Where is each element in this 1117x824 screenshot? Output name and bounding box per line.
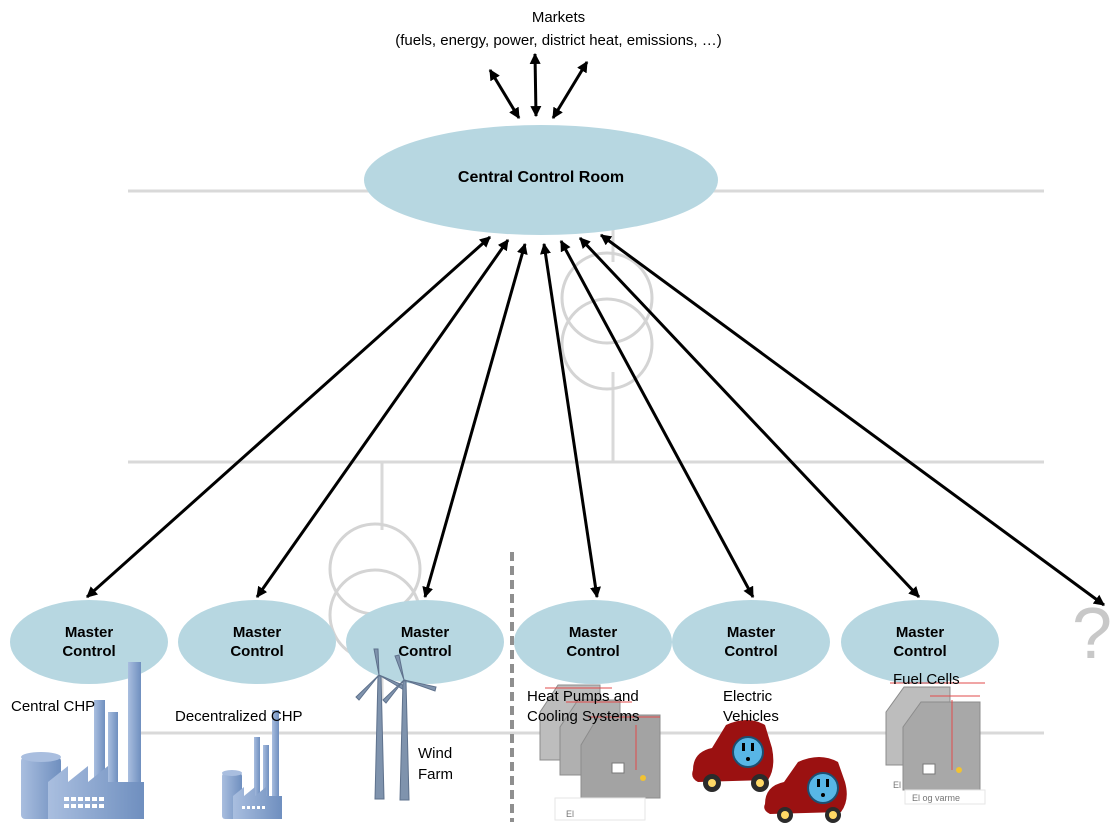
master-control-line2: Control: [893, 643, 947, 660]
arrow-fuel-cells: [578, 236, 921, 599]
master-control-label-6: Master Control: [841, 623, 999, 661]
caption-decentralized-chp: Decentralized CHP: [175, 708, 303, 725]
master-control-line2: Control: [230, 643, 284, 660]
central-control-room-label: Central Control Room: [457, 169, 625, 186]
master-control-line2: Control: [724, 643, 778, 660]
master-control-label-4: Master Control: [514, 623, 672, 661]
caption-heat-pumps-line2: Cooling Systems: [527, 708, 640, 725]
caption-electric-vehicles-line1: Electric: [723, 688, 773, 705]
master-control-label-2: Master Control: [178, 623, 336, 661]
wind-turbine-icon: [355, 648, 437, 801]
master-control-label-3: Master Control: [346, 623, 504, 661]
caption-electric-vehicles-line2: Vehicles: [723, 708, 779, 725]
caption-heat-pumps-line1: Heat Pumps and: [527, 688, 639, 705]
caption-wind-farm-line1: Wind: [418, 745, 453, 762]
master-control-line1: Master: [726, 624, 776, 641]
master-control-line1: Master: [400, 624, 450, 641]
market-arrows: [488, 52, 589, 119]
house-label-el: El: [566, 809, 574, 819]
master-control-2: [178, 600, 336, 684]
master-control-5: [672, 600, 830, 684]
market-arrow-middle: [529, 52, 542, 118]
master-control-line1: Master: [895, 624, 945, 641]
markets-subtitle: (fuels, energy, power, district heat, em…: [395, 32, 722, 49]
electric-vehicle-icon-2: [764, 757, 847, 823]
house-label-el-2: El: [893, 780, 901, 790]
caption-fuel-cells: Fuel Cells: [893, 671, 960, 688]
master-control-line2: Control: [566, 643, 620, 660]
master-control-3: [346, 600, 504, 684]
market-arrow-right: [551, 61, 589, 119]
electric-vehicle-icon-1: [692, 720, 774, 792]
arrow-central-chp: [86, 235, 491, 599]
master-control-line1: Master: [568, 624, 618, 641]
master-control-6: [841, 600, 999, 684]
master-control-4: [514, 600, 672, 684]
fuel-cell-houses-icon: El El og varme: [885, 682, 986, 805]
markets-title: Markets: [531, 9, 586, 26]
arrow-decentralized-chp: [255, 239, 510, 598]
master-control-label-1: Master Control: [10, 623, 168, 661]
heat-pump-houses-icon: El: [539, 684, 661, 821]
arrow-heat-pumps: [540, 242, 601, 599]
caption-wind-farm-line2: Farm: [418, 766, 453, 783]
caption-central-chp: Central CHP: [11, 698, 96, 715]
control-arrows: [86, 233, 1105, 607]
master-control-line2: Control: [62, 643, 116, 660]
master-control-label-5: Master Control: [672, 623, 830, 661]
market-arrow-left: [488, 69, 521, 119]
unknown-question-mark: ?: [1072, 594, 1113, 674]
arrow-wind-farm: [422, 242, 528, 599]
arrow-unknown: [600, 233, 1105, 607]
master-control-line1: Master: [232, 624, 282, 641]
central-chp-factory-icon: [21, 662, 144, 819]
decentralized-chp-factory-icon: [222, 710, 282, 819]
central-control-room: [364, 125, 718, 235]
master-control-line2: Control: [398, 643, 452, 660]
house-label-el-og-varme: El og varme: [912, 793, 960, 803]
transformer-upper: [560, 251, 654, 391]
master-control-line1: Master: [64, 624, 114, 641]
